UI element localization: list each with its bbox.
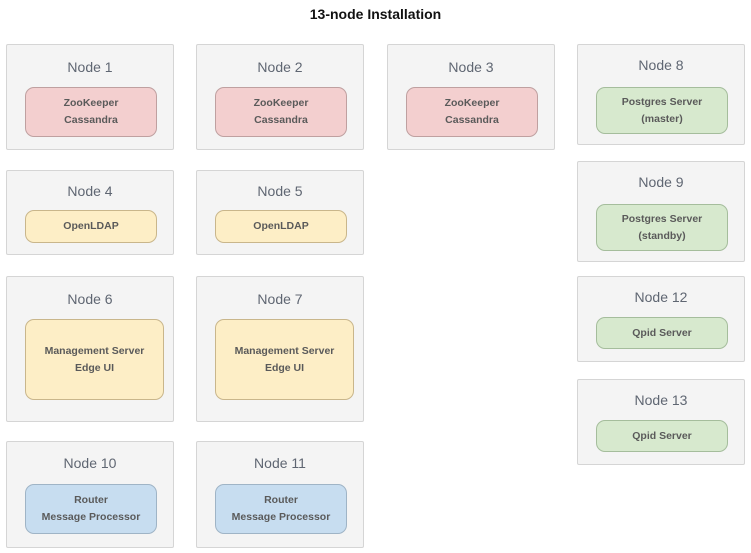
service-label: Router — [74, 494, 108, 506]
service-label: Qpid Server — [632, 429, 692, 442]
node-card-4[interactable]: Node 4 OpenLDAP — [6, 170, 174, 255]
node-card-8[interactable]: Node 8 Postgres Server (master) — [577, 44, 745, 145]
node-card-13[interactable]: Node 13 Qpid Server — [577, 379, 745, 465]
service-label: OpenLDAP — [63, 220, 119, 232]
service-box[interactable]: Qpid Server — [596, 420, 728, 452]
service-label: ZooKeeper — [444, 97, 500, 109]
service-label: Message Processor — [41, 511, 141, 523]
service-label: Management Server — [44, 344, 145, 357]
node-label: Node 4 — [67, 183, 113, 199]
service-label: Edge UI — [264, 361, 305, 374]
service-label: Postgres Server — [621, 212, 703, 225]
node-label: Node 8 — [638, 57, 684, 73]
service-box[interactable]: OpenLDAP — [25, 210, 157, 243]
service-label: Postgres Server — [621, 95, 703, 108]
service-label: Message Processor — [231, 511, 331, 523]
node-label: Node 12 — [634, 289, 688, 305]
service-label: Router — [264, 494, 298, 506]
node-label: Node 7 — [257, 291, 303, 307]
node-label: Node 6 — [67, 291, 113, 307]
service-label: ZooKeeper — [63, 97, 119, 109]
node-card-12[interactable]: Node 12 Qpid Server — [577, 276, 745, 362]
service-label: ZooKeeper — [253, 97, 309, 109]
diagram-title: 13-node Installation — [309, 6, 442, 22]
service-label: Cassandra — [254, 114, 308, 126]
service-label: Qpid Server — [632, 326, 692, 339]
node-label: Node 13 — [634, 392, 688, 408]
service-label: Cassandra — [64, 114, 118, 126]
service-label: OpenLDAP — [253, 220, 309, 232]
node-label: Node 1 — [67, 59, 113, 75]
service-box[interactable]: Postgres Server (master) — [596, 87, 728, 134]
node-label: Node 3 — [448, 59, 494, 75]
service-box[interactable]: Qpid Server — [596, 317, 728, 349]
node-label: Node 9 — [638, 174, 684, 190]
service-label: Management Server — [234, 344, 335, 357]
service-label: (master) — [641, 112, 683, 125]
node-card-9[interactable]: Node 9 Postgres Server (standby) — [577, 161, 745, 262]
node-card-5[interactable]: Node 5 OpenLDAP — [196, 170, 364, 255]
service-box[interactable]: Postgres Server (standby) — [596, 204, 728, 251]
node-label: Node 11 — [254, 455, 306, 471]
node-label: Node 2 — [257, 59, 303, 75]
service-label: Edge UI — [74, 361, 115, 374]
service-label: (standby) — [638, 229, 686, 242]
service-box[interactable]: OpenLDAP — [215, 210, 347, 243]
service-label: Cassandra — [445, 114, 499, 126]
node-label: Node 5 — [257, 183, 303, 199]
node-label: Node 10 — [63, 455, 117, 471]
